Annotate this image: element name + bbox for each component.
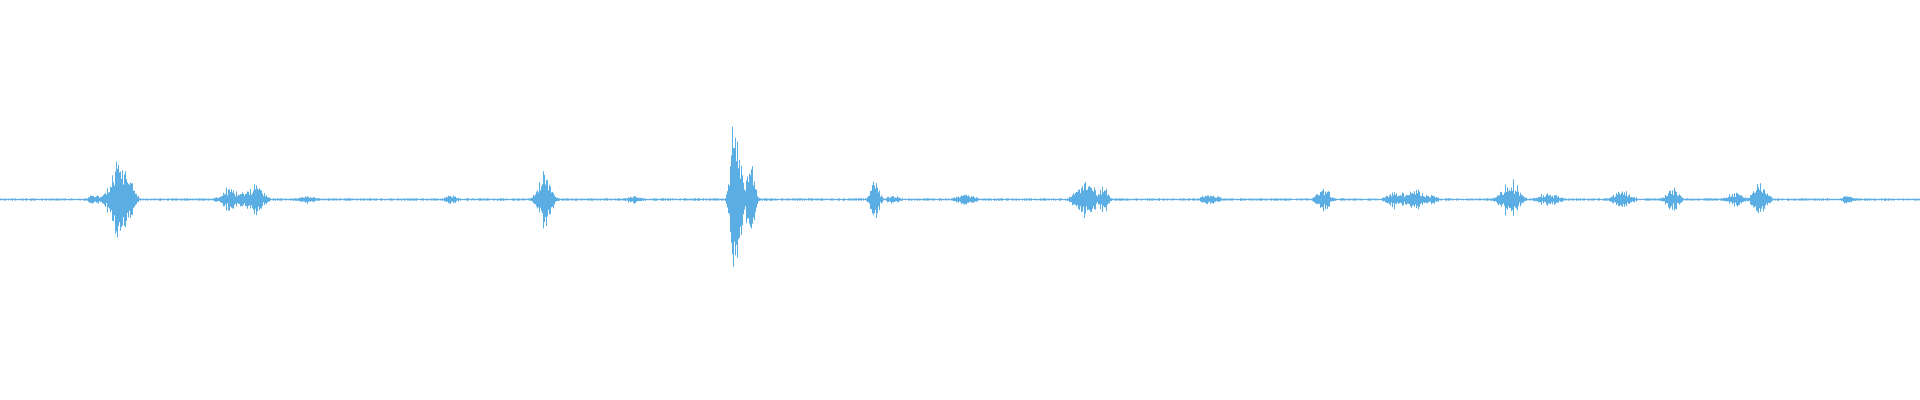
waveform-amplitude-path [0,126,1920,267]
waveform-samples [0,126,1920,267]
